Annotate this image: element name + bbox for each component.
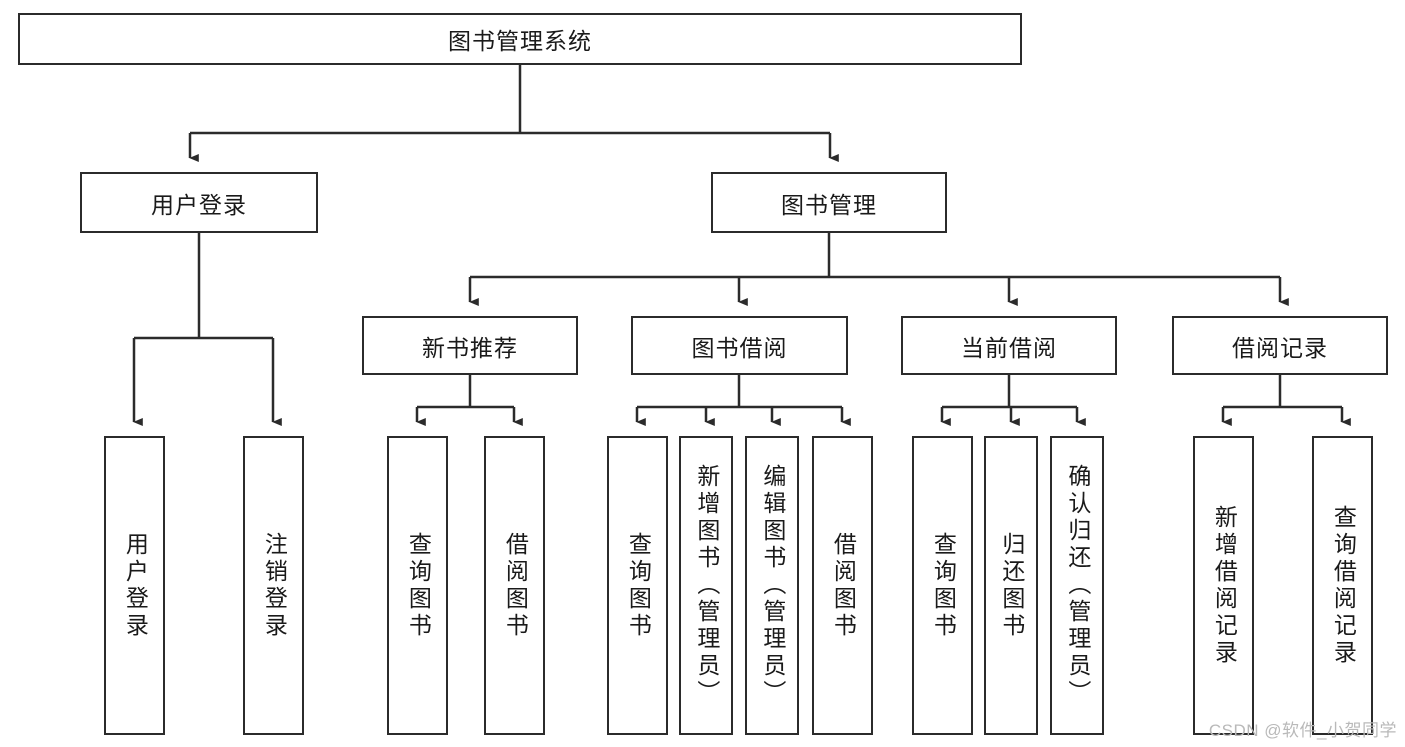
node-leaf-borrow-book[interactable]: 借阅图书 bbox=[812, 436, 873, 735]
node-leaf-logout[interactable]: 注销登录 bbox=[243, 436, 304, 735]
node-leaf-borrow-book-recommend-label: 借阅图书 bbox=[502, 531, 529, 640]
node-new-book-recommend[interactable]: 新书推荐 bbox=[362, 316, 578, 375]
node-book-management[interactable]: 图书管理 bbox=[711, 172, 947, 233]
node-borrow-record[interactable]: 借阅记录 bbox=[1172, 316, 1388, 375]
node-leaf-query-book-borrow-label: 查询图书 bbox=[625, 531, 652, 640]
node-user-login-label: 用户登录 bbox=[151, 191, 247, 218]
node-leaf-user-login[interactable]: 用户登录 bbox=[104, 436, 165, 735]
node-current-borrow-label: 当前借阅 bbox=[961, 334, 1057, 361]
node-leaf-query-book-recommend[interactable]: 查询图书 bbox=[387, 436, 448, 735]
node-book-borrow-label: 图书借阅 bbox=[691, 334, 788, 361]
node-leaf-user-login-label: 用户登录 bbox=[122, 531, 149, 640]
node-leaf-confirm-return-admin[interactable]: 确认归还（管理员） bbox=[1050, 436, 1104, 735]
node-leaf-query-book-recommend-label: 查询图书 bbox=[405, 531, 432, 640]
node-borrow-record-label: 借阅记录 bbox=[1232, 334, 1328, 361]
watermark-text: CSDN @软件_小贺同学 bbox=[1208, 721, 1397, 740]
node-leaf-return-book[interactable]: 归还图书 bbox=[984, 436, 1038, 735]
node-new-book-recommend-label: 新书推荐 bbox=[422, 334, 518, 361]
node-leaf-query-borrow-record-label: 查询借阅记录 bbox=[1330, 504, 1357, 667]
node-leaf-add-book-admin[interactable]: 新增图书（管理员） bbox=[679, 436, 733, 735]
node-leaf-edit-book-admin-label: 编辑图书（管理员） bbox=[759, 464, 786, 707]
node-leaf-query-book-borrow[interactable]: 查询图书 bbox=[607, 436, 668, 735]
node-leaf-query-book-current-label: 查询图书 bbox=[930, 531, 957, 640]
node-current-borrow[interactable]: 当前借阅 bbox=[901, 316, 1117, 375]
node-leaf-return-book-label: 归还图书 bbox=[998, 531, 1025, 640]
node-book-borrow[interactable]: 图书借阅 bbox=[631, 316, 848, 375]
node-user-login[interactable]: 用户登录 bbox=[80, 172, 318, 233]
node-leaf-query-book-current[interactable]: 查询图书 bbox=[912, 436, 973, 735]
node-root[interactable]: 图书管理系统 bbox=[18, 13, 1022, 65]
node-leaf-borrow-book-recommend[interactable]: 借阅图书 bbox=[484, 436, 545, 735]
node-leaf-logout-label: 注销登录 bbox=[261, 531, 288, 640]
node-leaf-add-book-admin-label: 新增图书（管理员） bbox=[693, 464, 720, 707]
node-leaf-query-borrow-record[interactable]: 查询借阅记录 bbox=[1312, 436, 1373, 735]
node-root-label: 图书管理系统 bbox=[448, 28, 592, 54]
node-leaf-confirm-return-admin-label: 确认归还（管理员） bbox=[1064, 464, 1091, 707]
node-leaf-add-borrow-record-label: 新增借阅记录 bbox=[1211, 504, 1238, 667]
node-leaf-add-borrow-record[interactable]: 新增借阅记录 bbox=[1193, 436, 1254, 735]
node-book-management-label: 图书管理 bbox=[781, 191, 877, 218]
node-leaf-edit-book-admin[interactable]: 编辑图书（管理员） bbox=[745, 436, 799, 735]
node-leaf-borrow-book-label: 借阅图书 bbox=[830, 531, 857, 640]
